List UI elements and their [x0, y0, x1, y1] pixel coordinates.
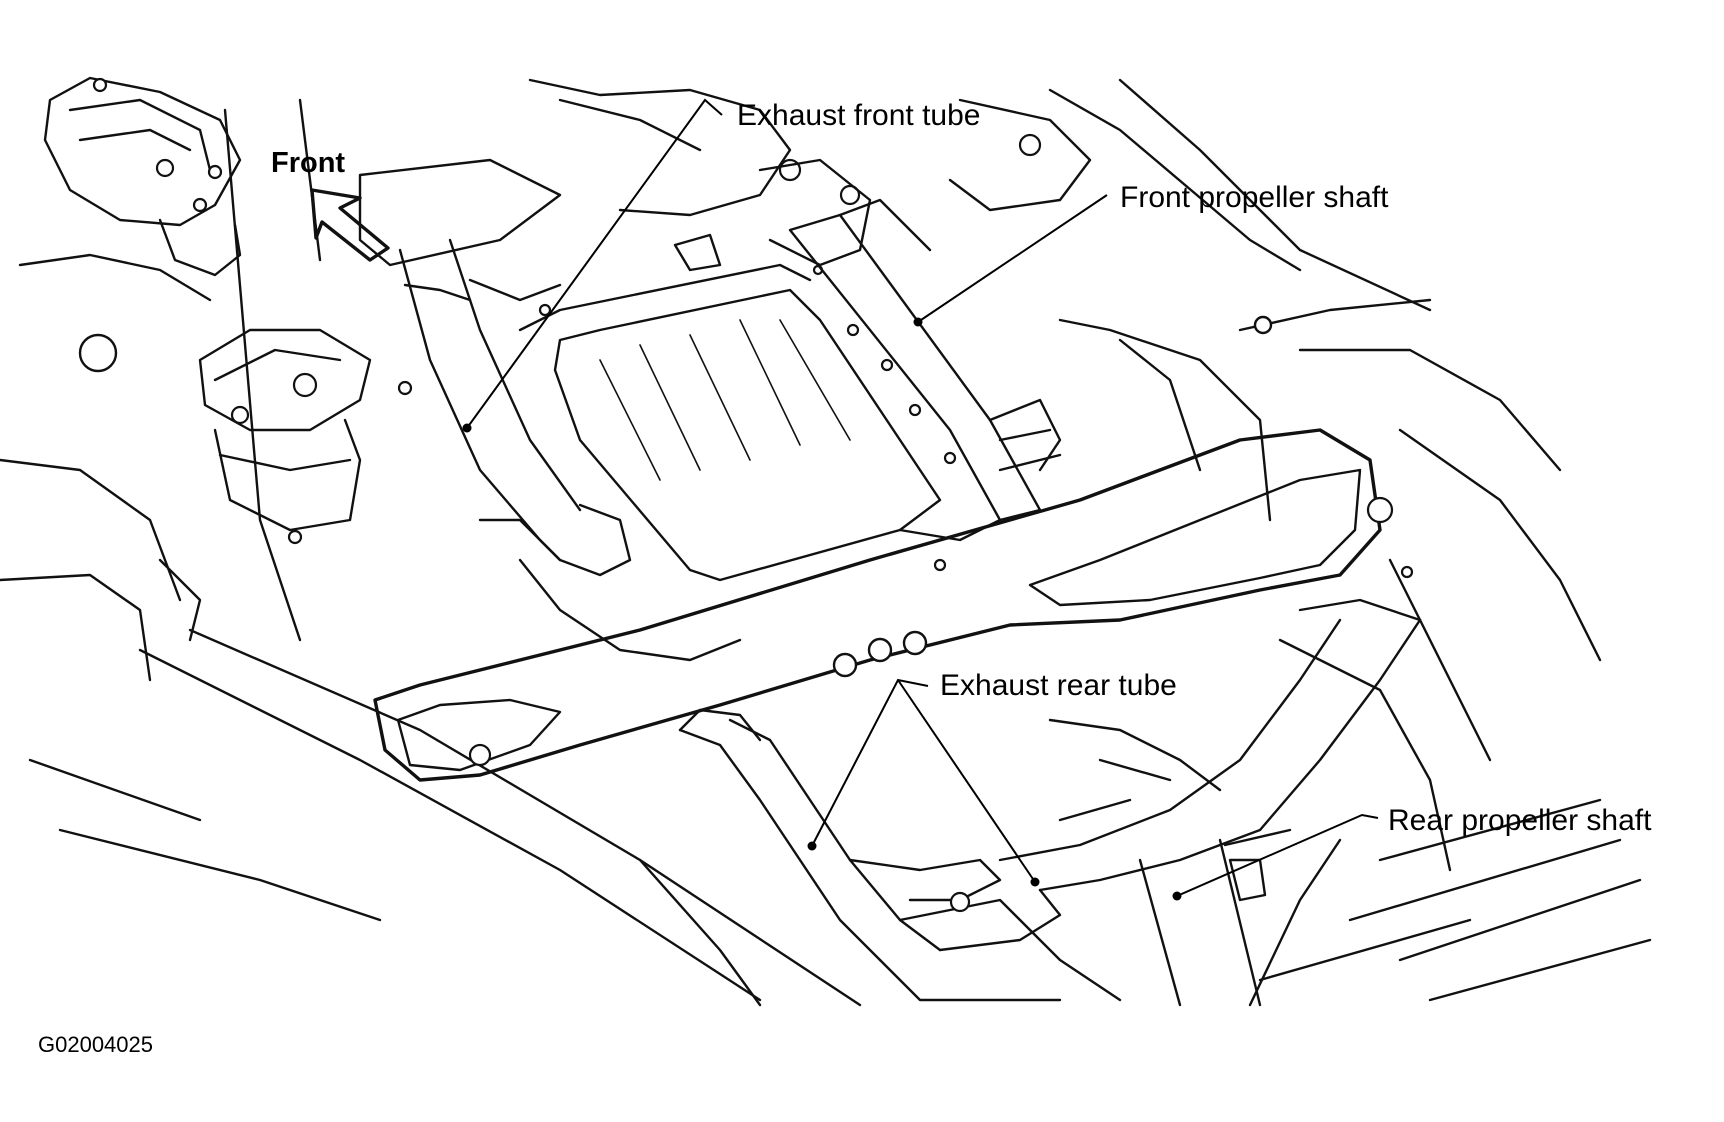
front-propeller-shaft — [788, 198, 1062, 522]
front-label: Front — [271, 147, 345, 179]
left-body-rails — [28, 98, 862, 1007]
rear-propeller-shaft — [1138, 828, 1292, 1007]
crossmember — [373, 428, 1394, 782]
exhaust-front-tube — [397, 233, 742, 662]
leader-lines — [462, 98, 1379, 901]
exhaust-front-tube-label: Exhaust front tube — [737, 99, 981, 132]
rear-propeller-shaft-label: Rear propeller shaft — [1388, 804, 1652, 837]
figure-code: G02004025 — [38, 1032, 153, 1057]
right-floor — [1058, 298, 1652, 1007]
front-direction-arrow — [310, 188, 390, 262]
left-mount-bracket — [0, 76, 372, 682]
front-propeller-shaft-label: Front propeller shaft — [1120, 181, 1389, 214]
oil-pan — [518, 263, 1002, 582]
exhaust-rear-tube — [678, 598, 1422, 1002]
exhaust-rear-tube-label: Exhaust rear tube — [940, 669, 1177, 702]
engine-block — [358, 78, 1432, 312]
